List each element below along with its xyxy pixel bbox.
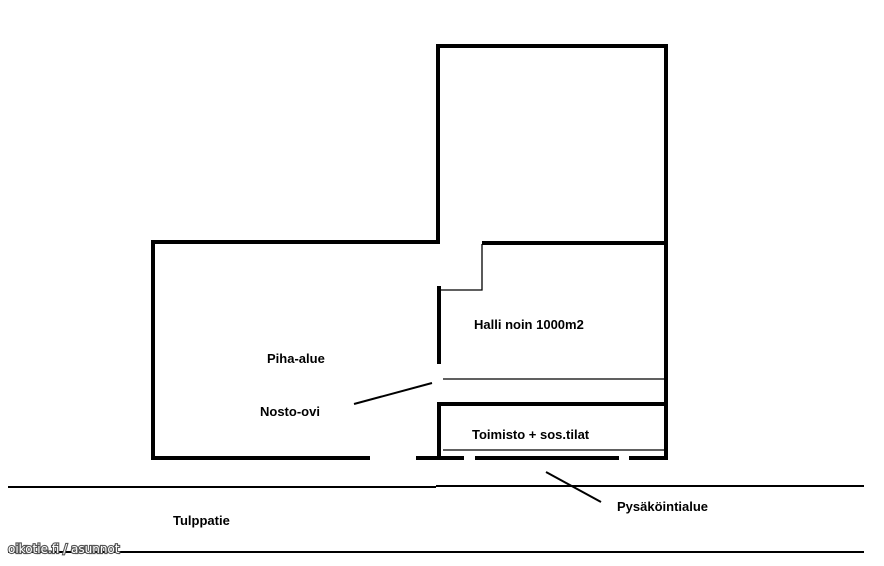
road-label: Tulppatie (173, 513, 230, 528)
entrance-corridor-line (441, 244, 483, 291)
road-lines (8, 485, 864, 553)
thin-lines (441, 244, 666, 451)
lift-door-pointer (353, 382, 433, 405)
yard-left-wall (151, 240, 440, 460)
watermark: oikotie.fi / asunnot (8, 542, 120, 556)
lift-door-label: Nosto-ovi (260, 404, 320, 419)
yard-label: Piha-alue (267, 351, 325, 366)
building-walls (151, 44, 668, 460)
office-wall (437, 402, 668, 460)
hall-label: Halli noin 1000m2 (474, 317, 584, 332)
office-label: Toimisto + sos.tilat (472, 427, 590, 442)
pointer-lines (353, 382, 602, 503)
parking-label: Pysäköintialue (617, 499, 708, 514)
hall-outer-wall (436, 44, 668, 460)
